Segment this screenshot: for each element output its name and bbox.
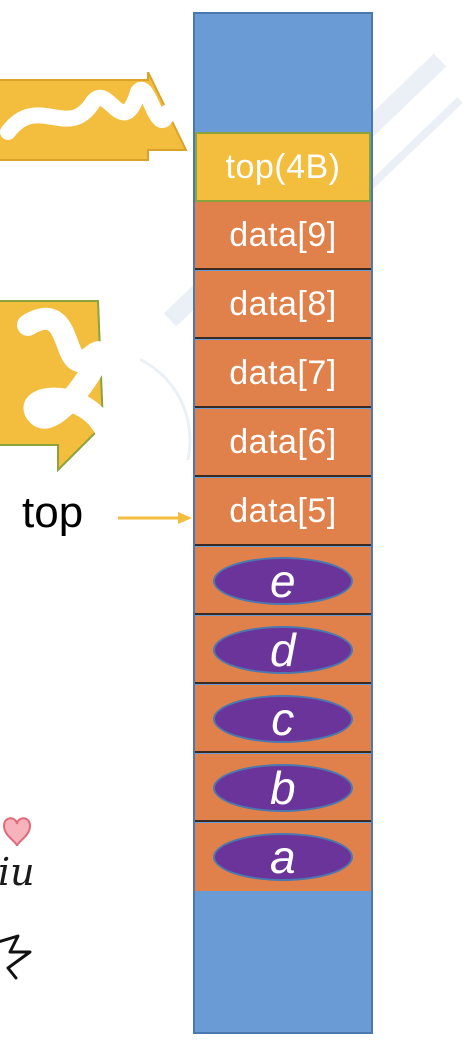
stack-element-label: b: [269, 762, 297, 814]
stack-top-cell: top(4B): [195, 132, 371, 202]
heart-scribble-icon: [2, 817, 32, 847]
stack-element-label: c: [271, 693, 295, 745]
top-pointer-arrow: [118, 512, 192, 524]
stack-element-label: a: [269, 831, 297, 883]
stack-column: top(4B) data[9] data[8] data[7] data[6] …: [193, 12, 373, 1034]
stack-filled-cell: c: [195, 685, 371, 753]
star-scribble-icon: [0, 934, 32, 980]
stack-filled-cell: a: [195, 823, 371, 891]
stack-data-cell: data[7]: [195, 340, 371, 408]
stack-filled-cell: e: [195, 547, 371, 615]
callout-shape: [0, 300, 119, 473]
handwritten-text: iu: [0, 850, 35, 894]
stack-element-oval: d: [213, 626, 353, 674]
stack-top-label: top(4B): [225, 147, 341, 186]
stack-data-cell: data[6]: [195, 409, 371, 477]
stack-data-label: data[5]: [229, 491, 337, 530]
stack-element-label: e: [269, 555, 297, 607]
top-pointer-label: top: [22, 488, 84, 537]
stack-data-label: data[9]: [229, 215, 337, 254]
stack-data-cell: data[9]: [195, 202, 371, 270]
stack-element-label: d: [269, 624, 297, 676]
stack-data-cell: data[8]: [195, 271, 371, 339]
stack-element-oval: e: [213, 557, 353, 605]
callout-shape: [0, 72, 188, 161]
stack-data-label: data[6]: [229, 422, 337, 461]
stack-element-oval: a: [213, 833, 353, 881]
stack-element-oval: c: [213, 695, 353, 743]
stack-filled-cell: d: [195, 616, 371, 684]
stack-element-oval: b: [213, 764, 353, 812]
stack-filled-cell: b: [195, 754, 371, 822]
stack-data-cell: data[5]: [195, 478, 371, 546]
stack-data-label: data[7]: [229, 353, 337, 392]
stack-data-label: data[8]: [229, 284, 337, 323]
